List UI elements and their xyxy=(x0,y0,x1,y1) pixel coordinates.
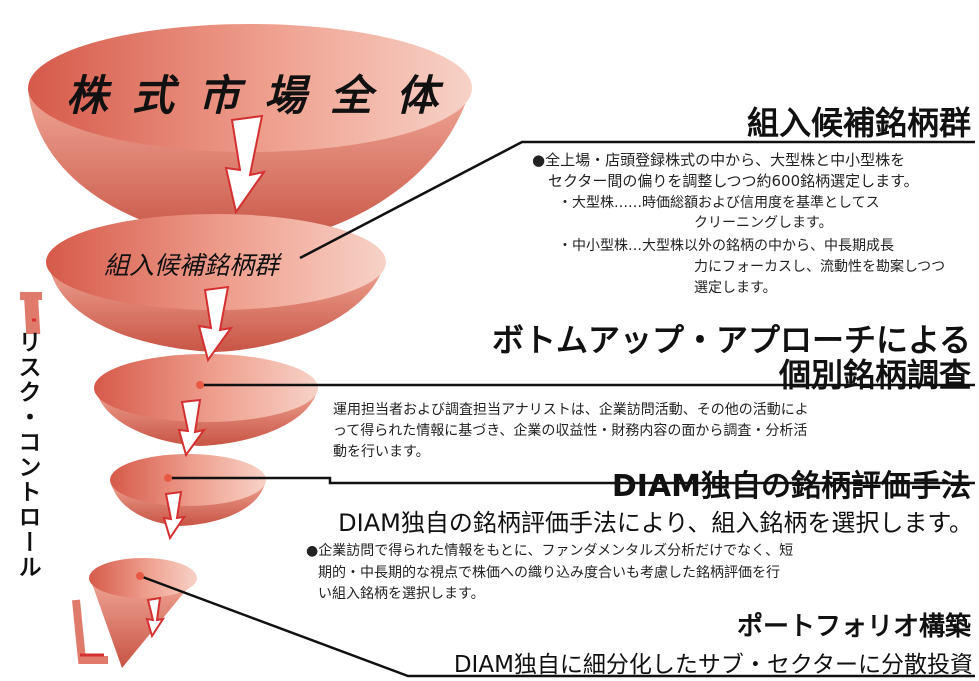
bottom-up-title-2: 個別銘柄調査 xyxy=(778,356,971,394)
funnel-mid-label: 組入候補銘柄群 xyxy=(104,251,280,280)
small-cap-line1: ・中小型株…大型株以外の銘柄の中から、中長期成長 xyxy=(558,238,894,254)
connector-lines xyxy=(139,140,975,678)
diam-line3: い組入銘柄を選択します。 xyxy=(318,586,485,602)
connector-dots xyxy=(136,381,204,580)
diam-line2: 期的・中長期的な視点で株価への織り込み度合いも考慮した銘柄評価を行 xyxy=(318,565,780,581)
candidates-bullet: ●全上場・店頭登録株式の中から、大型株と中小型株を xyxy=(532,151,906,169)
diam-line1: ●企業訪問で得られた情報をもとに、ファンダメンタルズ分析だけでなく、短 xyxy=(306,543,794,559)
funnel-top-label: 株式市場全体 xyxy=(66,71,463,120)
candidates-title: 組入候補銘柄群 xyxy=(746,104,971,142)
diam-subtitle: DIAM独自の銘柄評価手法により、組入銘柄を選択します。 xyxy=(338,509,973,537)
portfolio-subtitle: DIAM独自に細分化したサブ・セクターに分散投資 xyxy=(453,652,973,678)
risk-control-label: リスク・コントロール xyxy=(14,330,40,580)
funnel-layer-4 xyxy=(110,454,266,526)
bottom-up-line3: 動を行います。 xyxy=(333,444,430,460)
risk-control-bracket xyxy=(20,292,108,664)
diam-title: DIAM独自の銘柄評価手法 xyxy=(611,469,971,504)
bottom-up-line2: って得られた情報に基づき、企業の収益性・財務内容の面から調査・分析活 xyxy=(333,423,808,439)
small-cap-line3: 選定します。 xyxy=(694,280,777,296)
bottom-up-title-1: ボトムアップ・アプローチによる xyxy=(491,321,971,359)
funnel-layer-3 xyxy=(94,354,318,446)
portfolio-title: ポートフォリオ構築 xyxy=(736,612,971,642)
bottom-up-line1: 運用担当者および調査担当アナリストは、企業訪問活動、その他の活動によ xyxy=(333,402,809,418)
small-cap-line2: 力にフォーカスし、流動性を勘案しつつ xyxy=(694,259,946,275)
large-cap-line2: クリーニングします。 xyxy=(694,215,833,231)
candidates-line2: セクター間の偏りを調整しつつ約600銘柄選定します。 xyxy=(548,172,919,190)
large-cap-line1: ・大型株……時価総額および信用度を基準としてス xyxy=(558,195,880,211)
down-arrows xyxy=(145,114,267,639)
